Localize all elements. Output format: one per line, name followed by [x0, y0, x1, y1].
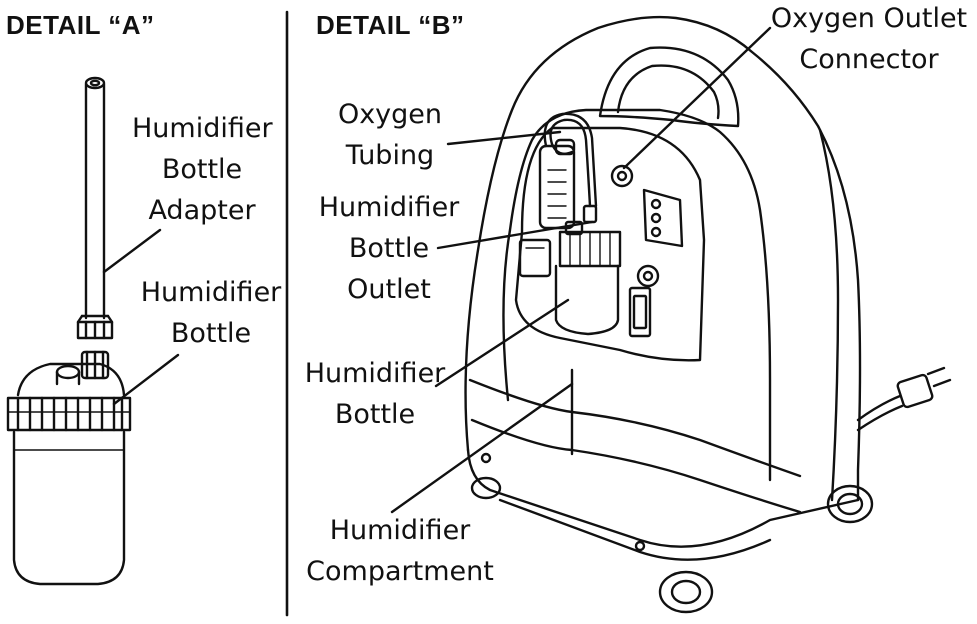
label-humidifier-bottle-b: Humidifier Bottle — [302, 353, 448, 435]
label-humidifier-compartment: Humidifier Compartment — [300, 510, 500, 592]
oxygen-concentrator-illustration — [464, 15, 952, 614]
label-line: Bottle — [334, 399, 416, 430]
humidifier-bottle-adapter-illustration — [76, 76, 114, 340]
leader-bottle-b — [434, 298, 570, 388]
label-line: Tubing — [345, 140, 435, 171]
label-line: Compartment — [306, 556, 494, 587]
label-oxygen-outlet-connector: Oxygen Outlet Connector — [762, 0, 976, 80]
leader-bottle-outlet — [436, 220, 594, 250]
leader-compartment — [390, 382, 574, 514]
label-line: Oxygen — [337, 99, 443, 130]
label-line: Outlet — [347, 274, 431, 305]
label-line: Humidifier — [304, 358, 446, 389]
label-line: Humidifier — [318, 192, 460, 223]
label-oxygen-tubing: Oxygen Tubing — [334, 94, 446, 176]
leader-outlet-connector — [622, 26, 772, 170]
label-line: Humidifier — [329, 515, 471, 546]
label-line: Adapter — [148, 195, 256, 226]
detail-a-heading: DETAIL “A” — [6, 10, 155, 40]
detail-b-heading: DETAIL “B” — [316, 10, 465, 40]
humidifier-bottle-illustration-a — [6, 350, 132, 586]
label-humidifier-bottle-a: Humidifier Bottle — [140, 272, 282, 354]
label-line: Bottle — [348, 233, 430, 264]
label-line: Oxygen Outlet — [770, 3, 968, 34]
label-line: Humidifier — [132, 113, 273, 144]
leader-tubing — [446, 130, 562, 146]
leader-bottle-a — [112, 353, 180, 406]
label-line: Bottle — [161, 154, 243, 185]
label-line: Bottle — [170, 318, 252, 349]
label-line: Humidifier — [140, 277, 282, 308]
label-humidifier-bottle-outlet: Humidifier Bottle Outlet — [316, 187, 462, 310]
label-humidifier-bottle-adapter: Humidifier Bottle Adapter — [132, 108, 273, 231]
label-line: Connector — [799, 44, 939, 75]
leader-adapter — [102, 228, 162, 274]
